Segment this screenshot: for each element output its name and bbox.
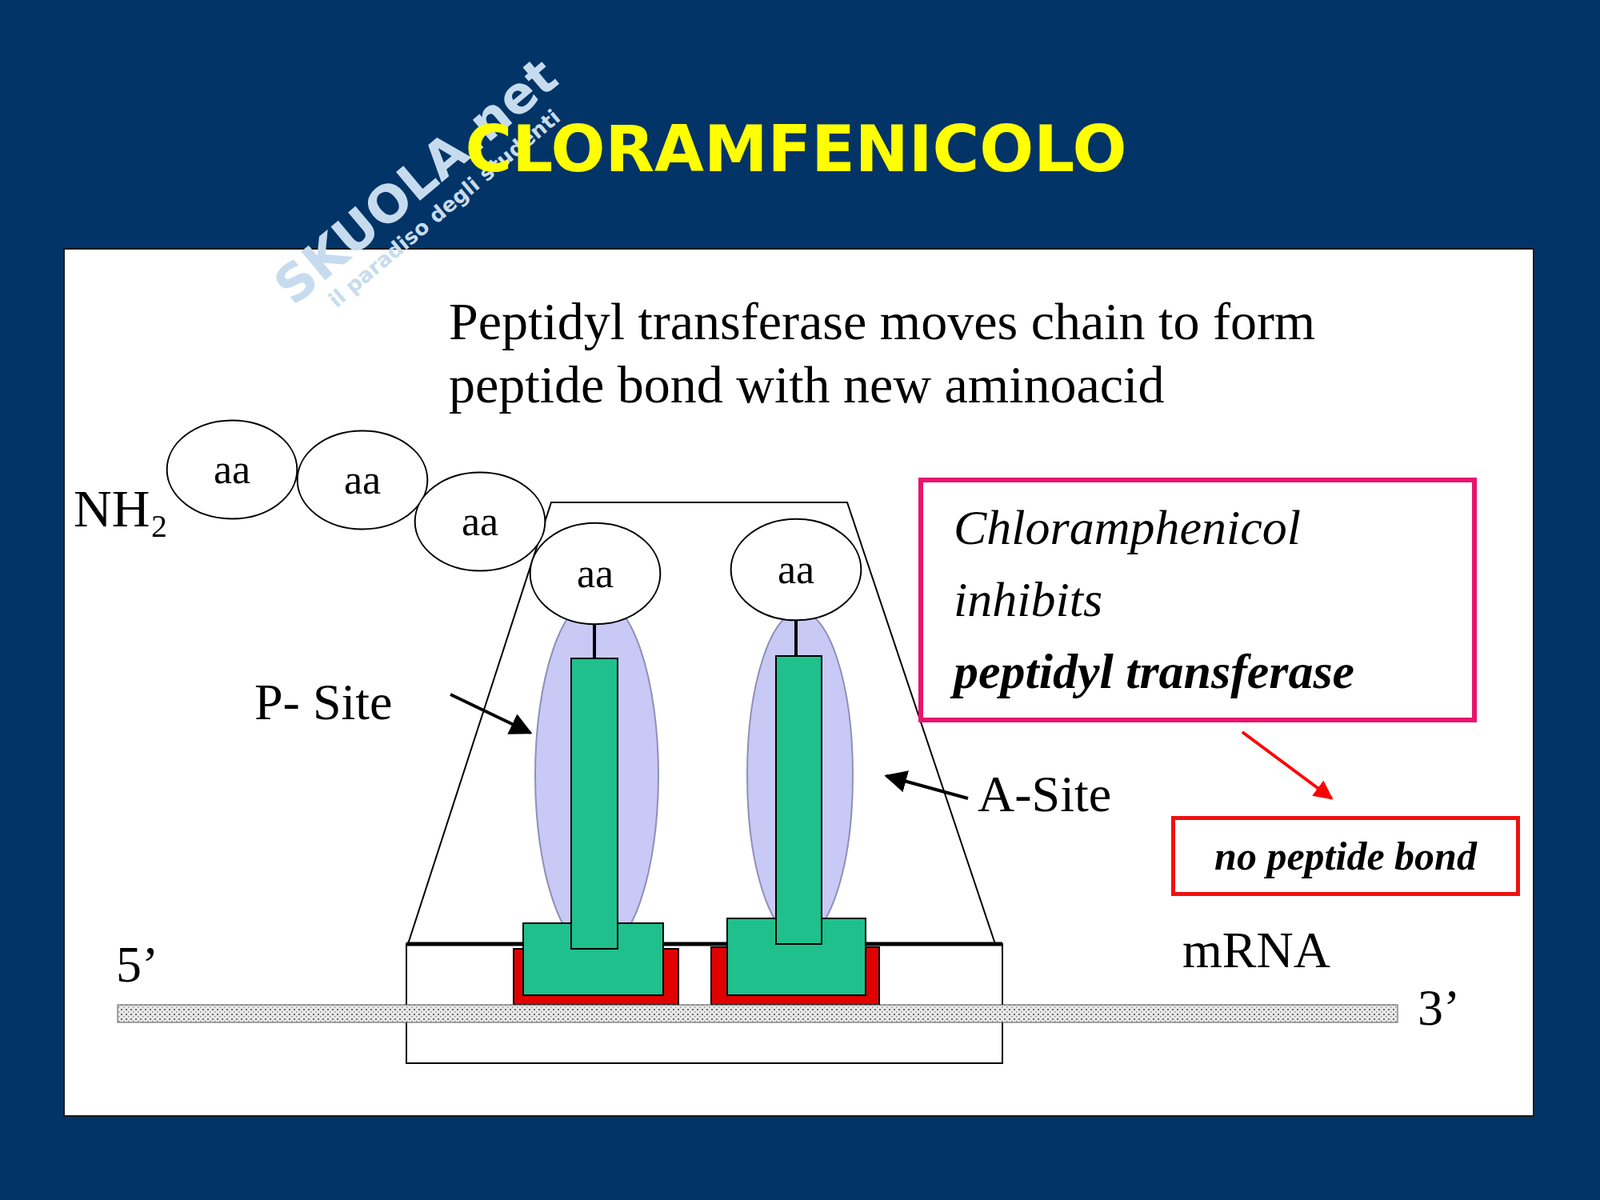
ellipse-shape [731,519,862,621]
amino-acid: aa [296,428,429,532]
subunit-edge [406,942,1003,947]
terminus-label: NH₂ [73,476,168,540]
ellipse-shape [530,523,661,625]
panel-border [64,248,1534,1116]
amino-acid-text: aa [576,552,614,595]
ellipse-shape [297,431,428,530]
aa-link [794,620,798,656]
end-label: 5’ [116,934,159,996]
watermark: SKUOLA.netil paradiso degli studenti [264,48,583,333]
ellipse-shape [167,420,298,520]
amino-acid-text: aa [213,448,251,491]
amino-acid-text: aa [777,548,815,591]
mrna-strand [117,1004,1398,1023]
trna-stem [571,658,618,949]
amino-acid: aa [528,520,662,627]
white-panel [64,248,1534,1116]
site-label: P- Site [254,672,392,734]
enzyme-name: peptidyl transferase [953,636,1355,708]
ellipse-shape [415,472,546,572]
site-label: A-Site [977,764,1112,826]
small-subunit [406,944,1003,1064]
trna-stem [776,656,822,944]
a-site-pointer [886,776,968,799]
end-label: 3’ [1417,977,1460,1040]
slide-title: CLORAMFENICOLO [465,112,1128,187]
result-text: no peptide bond [1214,832,1477,880]
amino-acid: aa [413,470,547,573]
note-text: Chloramphenicol inhibits [953,492,1386,636]
amino-acid-text: aa [344,459,381,501]
inhibition-box: Chloramphenicol inhibitspeptidyl transfe… [918,477,1477,723]
result-box: no peptide bond [1171,816,1520,896]
amino-acid-text: aa [461,500,499,543]
pointer-arrow [1242,732,1332,799]
amino-acid: aa [729,516,863,623]
aa-link [592,624,596,659]
amino-acid: aa [165,418,299,521]
trna-envelope [535,596,659,954]
heading-note: Peptidyl transferase moves chain to form… [448,289,1435,416]
p-site-pointer [450,694,531,733]
strand-label: mRNA [1182,920,1331,982]
